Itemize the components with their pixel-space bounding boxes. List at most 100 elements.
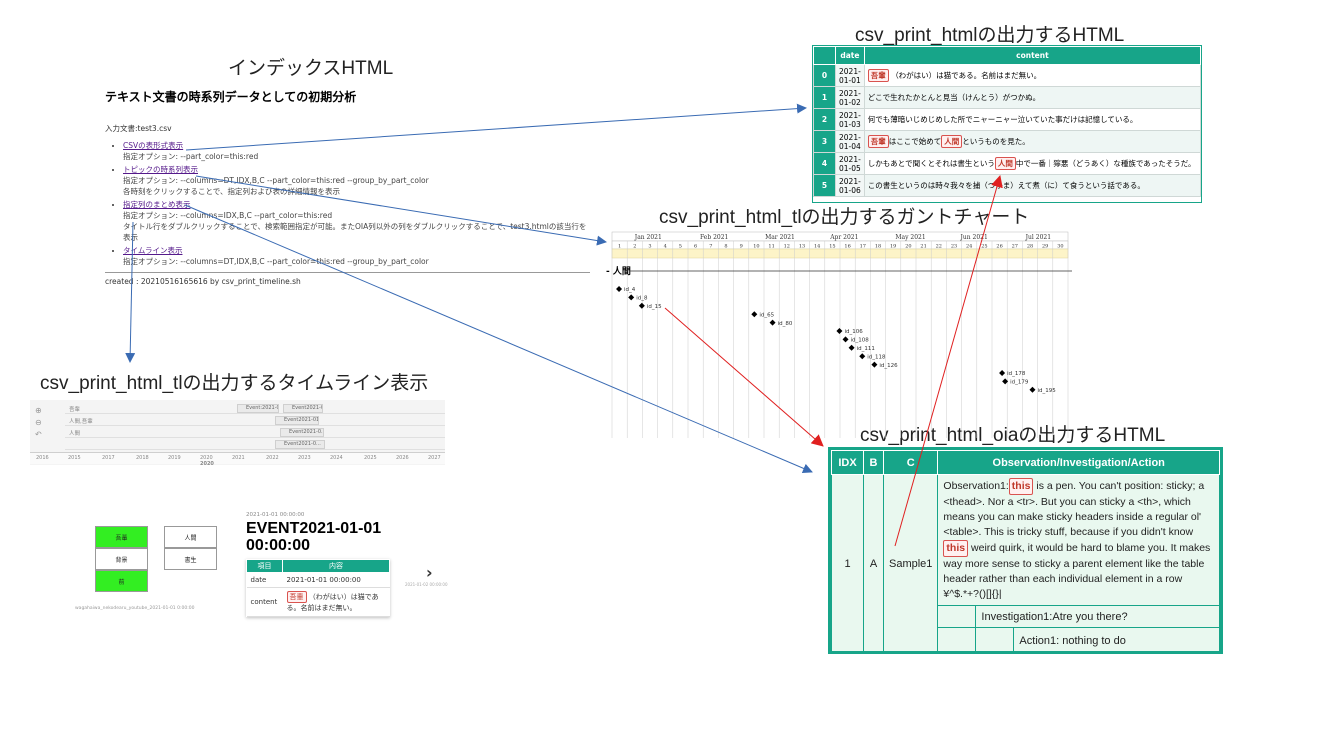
row-date: 2021-01-03	[835, 108, 865, 131]
group-box-green[interactable]: 吾輩	[95, 526, 148, 548]
row-text: この書生というのは時々我々を捕（つかま）えて煮（に）て食うという話である。	[867, 181, 1145, 190]
column-header[interactable]: C	[882, 450, 939, 475]
indent-cell	[975, 627, 1015, 651]
heading-csv-print-html: csv_print_htmlの出力するHTML	[855, 25, 1125, 46]
link-csv-table[interactable]: CSVの表形式表示	[123, 141, 184, 150]
gantt-day-label: 24	[966, 244, 972, 250]
link-column-summary[interactable]: 指定列のまとめ表示	[123, 200, 191, 209]
axis-year: 2019	[168, 455, 181, 461]
row-index: 4	[813, 152, 836, 175]
event-detail-table: 項目 内容 date 2021-01-01 00:00:00 content 吾…	[246, 559, 390, 617]
gantt-marker-label: id_195	[1037, 388, 1056, 394]
row-text: はここで始めて	[888, 137, 942, 146]
reset-icon[interactable]: ↶	[35, 430, 42, 439]
row-index: 2	[813, 108, 836, 131]
timeline-row: Event2021-0...	[65, 438, 445, 450]
index-item-option: 指定オプション: --part_color=this:red	[123, 152, 259, 161]
heading-index-html: インデックスHTML	[228, 58, 394, 79]
link-topic-timeseries[interactable]: トピックの時系列表示	[123, 165, 198, 174]
timeline-event[interactable]: Event2021-01...	[275, 416, 319, 425]
gantt-marker-label: id_15	[647, 304, 662, 310]
gantt-milestone-marker	[859, 353, 866, 360]
table-row[interactable]: Investigation1:Atre you there?	[832, 605, 1220, 628]
row-content: 吾輩はここで始めて人間というものを見た。	[863, 130, 1201, 153]
table-row[interactable]: 5 2021-01-06 この書生というのは時々我々を捕（つかま）えて煮（に）て…	[813, 174, 1201, 197]
group-box-white[interactable]: 背景	[95, 548, 148, 570]
table-row[interactable]: 3 2021-01-04 吾輩はここで始めて人間というものを見た。	[813, 130, 1201, 153]
column-header[interactable]: content	[863, 46, 1201, 65]
table-row[interactable]: 1 2021-01-02 どこで生れたかとんと見当（けんとう）がつかぬ。	[813, 86, 1201, 109]
table-row[interactable]: Action1: nothing to do	[832, 627, 1220, 651]
chevron-right-icon[interactable]: ›	[426, 563, 433, 582]
indent-cell	[937, 627, 977, 651]
table-row[interactable]: 0 2021-01-01 吾輩 （わがはい）は猫である。名前はまだ無い。	[813, 64, 1201, 87]
row-text: どこで生れたかとんと見当（けんとう）がつかぬ。	[867, 93, 1041, 102]
table-row[interactable]: 2 2021-01-03 何でも薄暗いじめじめした所でニャーニャー泣いていた事だ…	[813, 108, 1201, 131]
index-input-line: 入力文書:test3.csv	[105, 124, 172, 133]
table-row[interactable]: 4 2021-01-05 しかもあとで聞くとそれは書生という人間中で一番｜獰悪（…	[813, 152, 1201, 175]
timeline-event[interactable]: Event:2021-0...	[237, 404, 279, 413]
timeline-axis[interactable]: 2016 2015 2017 2018 2019 2020 2021 2022 …	[30, 452, 445, 467]
index-item-option: 指定オプション: --columns=IDX,B,C --part_color=…	[123, 211, 333, 220]
axis-year: 2016	[36, 455, 49, 461]
gantt-day-label: 8	[724, 244, 727, 250]
gantt-day-label: 2	[633, 244, 636, 250]
event-detail-card: 2021-01-01 00:00:00 EVENT2021-01-01 00:0…	[246, 512, 390, 617]
group-box-white[interactable]: 書生	[164, 548, 217, 570]
detail-label: date	[246, 572, 283, 588]
row-content: しかもあとで聞くとそれは書生という人間中で一番｜獰悪（どうあく）な種族であったそ…	[863, 152, 1201, 175]
event-title: EVENT2021-01-01 00:00:00	[246, 520, 382, 554]
index-item-option: 指定オプション: --columns=DT,IDX,B,C --part_col…	[123, 176, 429, 185]
column-header[interactable]: IDX	[831, 450, 864, 475]
zoom-in-icon[interactable]: ⊕	[35, 406, 42, 415]
gantt-milestone-marker	[999, 370, 1006, 376]
column-header[interactable]: Observation/Investigation/Action	[937, 450, 1220, 475]
gantt-milestone-marker	[751, 311, 758, 318]
axis-year: 2024	[330, 455, 343, 461]
row-date: 2021-01-02	[835, 86, 865, 109]
timeline-event[interactable]: Event2021-0...	[275, 440, 325, 449]
table-row: date 2021-01-01 00:00:00	[246, 572, 390, 588]
csv-html-table: date content 0 2021-01-01 吾輩 （わがはい）は猫である…	[813, 46, 1201, 197]
row-text: 中で一番｜獰悪（どうあく）な種族であったそうだ。	[1015, 159, 1196, 168]
group-box-white[interactable]: 人間	[164, 526, 217, 548]
gantt-day-label: 14	[814, 244, 820, 250]
gantt-marker-label: id_80	[778, 321, 793, 327]
column-header[interactable]: date	[835, 46, 865, 65]
table-row: content 吾輩 （わがはい）は猫である。名前はまだ無い。	[246, 587, 390, 617]
gantt-day-label: 1	[618, 244, 621, 250]
group-box-green[interactable]: 前	[95, 570, 148, 592]
csv-html-table-panel: date content 0 2021-01-01 吾輩 （わがはい）は猫である…	[812, 45, 1202, 203]
timeline-row: 人間,吾輩 Event2021-01...	[65, 414, 445, 426]
zoom-out-icon[interactable]: ⊖	[35, 418, 42, 427]
axis-year: 2027	[428, 455, 441, 461]
column-header: 項目	[246, 559, 283, 573]
oia-c: Sample1	[882, 474, 939, 651]
gantt-day-label: 16	[844, 244, 850, 250]
column-header[interactable]	[813, 46, 836, 65]
table-row[interactable]: 1 A Sample1 Observation1:this is a pen. …	[831, 474, 1220, 651]
index-item-csv: CSVの表形式表示 指定オプション: --part_color=this:red	[123, 140, 590, 162]
gantt-day-label: 27	[1012, 244, 1018, 250]
gantt-day-label: 11	[768, 244, 774, 250]
gantt-month-label: Mar 2021	[765, 234, 795, 241]
timeline-event[interactable]: Event2021-0...	[283, 404, 323, 413]
axis-year: 2025	[364, 455, 377, 461]
oia-table: IDX B C Observation/Investigation/Action…	[831, 450, 1220, 651]
index-item-note: 各時刻をクリックすることで、指定列および表の詳細情報を表示	[123, 187, 340, 196]
gantt-month-label: Feb 2021	[700, 234, 728, 241]
gantt-marker-label: id_108	[851, 338, 870, 344]
row-text: というものを見た。	[962, 137, 1030, 146]
gantt-milestone-marker	[842, 336, 849, 343]
column-header[interactable]: B	[863, 450, 884, 475]
gantt-month-label: Jul 2021	[1025, 234, 1051, 241]
link-timeline[interactable]: タイムライン表示	[123, 246, 183, 255]
gantt-day-label: 7	[709, 244, 712, 250]
gantt-day-label: 3	[648, 244, 651, 250]
gantt-marker-label: id_65	[759, 312, 774, 318]
row-date: 2021-01-05	[835, 152, 865, 175]
timeline-event[interactable]: Event2021-0...	[280, 428, 324, 437]
gantt-group-label: - 人間	[606, 265, 631, 277]
detail-text: （わがはい）は猫である。名前はまだ無い。	[286, 593, 379, 612]
index-item-option: 指定オプション: --columns=DT,IDX,B,C --part_col…	[123, 257, 429, 266]
